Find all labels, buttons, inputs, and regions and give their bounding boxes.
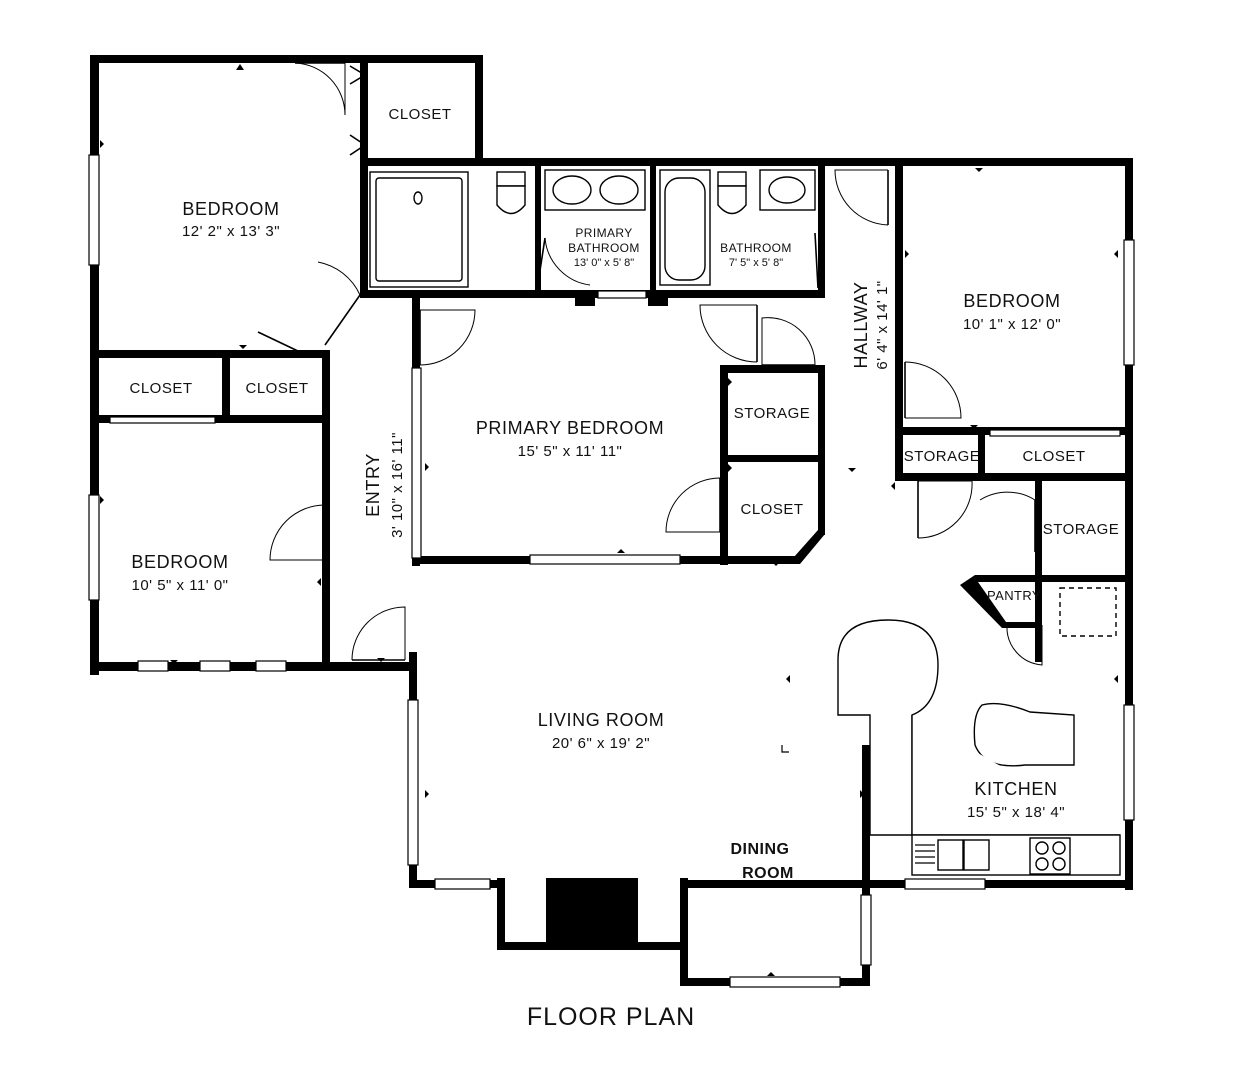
dining-room-line-2: ROOM xyxy=(742,865,794,882)
swing-doors xyxy=(269,62,1043,666)
primary-bathroom-name-1: PRIMARY xyxy=(575,226,632,240)
bedroom-w-name: BEDROOM xyxy=(131,552,228,572)
kitchen-name: KITCHEN xyxy=(974,779,1057,799)
living-room-label: LIVING ROOM 20' 6" x 19' 2" xyxy=(538,710,665,752)
closet-e-label: CLOSET xyxy=(1022,448,1085,465)
plan-title: FLOOR PLAN xyxy=(527,1003,695,1031)
bedroom-w-label: BEDROOM 10' 5" x 11' 0" xyxy=(131,552,228,594)
entry-label: ENTRY 3' 10" x 16' 11" xyxy=(363,432,406,538)
living-room-dims: 20' 6" x 19' 2" xyxy=(552,735,650,752)
bedroom-e-name: BEDROOM xyxy=(963,291,1060,311)
primary-bathroom-label: PRIMARY BATHROOM 13' 0" x 5' 8" xyxy=(568,226,640,269)
kitchen-dims: 15' 5" x 18' 4" xyxy=(967,804,1065,821)
closet-top-label: CLOSET xyxy=(388,106,451,123)
bathroom-dims: 7' 5" x 5' 8" xyxy=(729,257,783,269)
hallway-label: HALLWAY 6' 4" x 14' 1" xyxy=(851,280,891,369)
bathroom-label: BATHROOM 7' 5" x 5' 8" xyxy=(720,241,792,269)
direction-marks xyxy=(100,64,1118,976)
storage-e-label: STORAGE xyxy=(904,448,981,465)
bedroom-e-label: BEDROOM 10' 1" x 12' 0" xyxy=(963,291,1061,333)
room-labels: BEDROOM 12' 2" x 13' 3" BEDROOM 10' 5" x… xyxy=(131,199,1065,882)
storage-mid-label: STORAGE xyxy=(734,405,811,422)
bedroom-e-dims: 10' 1" x 12' 0" xyxy=(963,316,1061,333)
primary-bathroom-dims: 13' 0" x 5' 8" xyxy=(574,257,634,269)
primary-bedroom-dims: 15' 5" x 11' 11" xyxy=(518,443,623,460)
living-room-name: LIVING ROOM xyxy=(538,710,665,730)
closet-w1-label: CLOSET xyxy=(129,380,192,397)
primary-bathroom-name-2: BATHROOM xyxy=(568,241,640,255)
bedroom-nw-name: BEDROOM xyxy=(182,199,279,219)
entry-dims: 3' 10" x 16' 11" xyxy=(389,432,406,538)
hallway-name: HALLWAY xyxy=(851,282,871,369)
closet-doors xyxy=(109,65,1121,437)
kitchen-label: KITCHEN 15' 5" x 18' 4" xyxy=(967,779,1065,821)
small-space-labels: CLOSET CLOSET CLOSET STORAGE CLOSET STOR… xyxy=(129,106,1120,603)
closet-mid-label: CLOSET xyxy=(740,501,803,518)
dining-room-label: DINING ROOM xyxy=(731,841,794,882)
closet-w2-label: CLOSET xyxy=(245,380,308,397)
storage-k-label: STORAGE xyxy=(1043,521,1120,538)
bathroom-name: BATHROOM xyxy=(720,241,792,255)
primary-bedroom-label: PRIMARY BEDROOM 15' 5" x 11' 11" xyxy=(476,418,664,460)
bedroom-w-dims: 10' 5" x 11' 0" xyxy=(132,577,229,594)
windows xyxy=(88,154,1135,988)
bedroom-nw-label: BEDROOM 12' 2" x 13' 3" xyxy=(182,199,280,240)
pantry-label: PANTRY xyxy=(987,588,1041,603)
hallway-dims: 6' 4" x 14' 1" xyxy=(874,280,891,369)
fixtures xyxy=(369,169,1121,876)
dining-room-line-1: DINING xyxy=(731,841,790,858)
primary-bedroom-name: PRIMARY BEDROOM xyxy=(476,418,664,438)
bedroom-nw-dims: 12' 2" x 13' 3" xyxy=(182,223,280,240)
entry-name: ENTRY xyxy=(363,453,383,517)
